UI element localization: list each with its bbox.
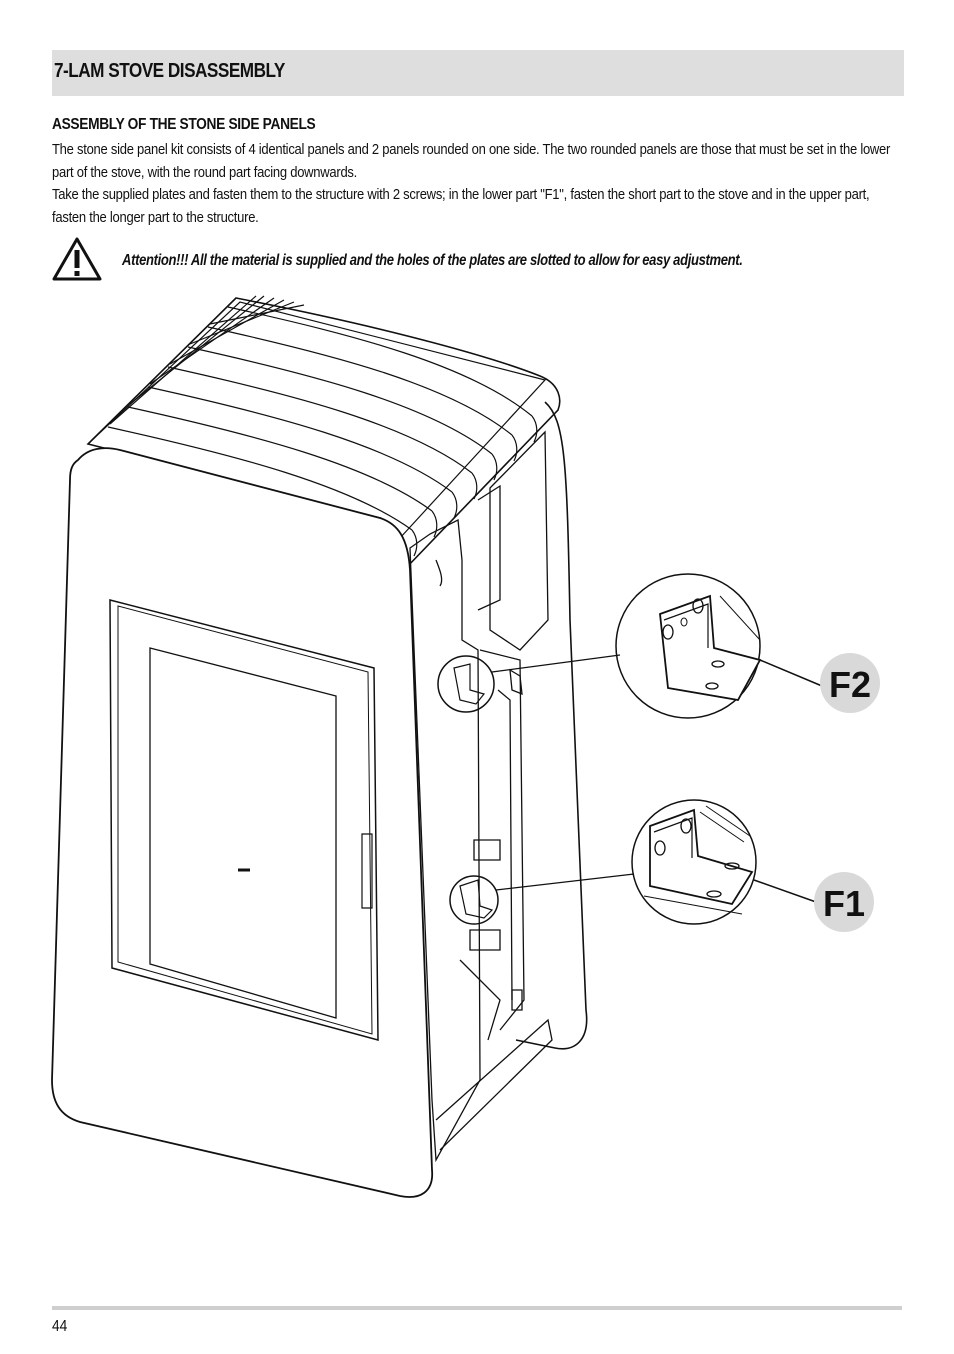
callout-f1-label: F1 <box>823 883 865 924</box>
f1-detail-view <box>631 799 757 925</box>
paragraph-fastening: Take the supplied plates and fasten them… <box>52 186 870 226</box>
stove-top-slats <box>86 295 561 570</box>
paragraph-panel-kit: The stone side panel kit consists of 4 i… <box>52 141 891 181</box>
warning-text: Attention!!! All the material is supplie… <box>122 252 743 269</box>
stove-rear-side-panel <box>515 401 588 1050</box>
page-number: 44 <box>52 1318 68 1335</box>
stove-door-frame <box>109 599 379 1041</box>
f2-bracket-marker <box>437 655 495 713</box>
callout-f1: F1 <box>814 872 874 932</box>
footer-rule <box>52 1306 902 1310</box>
subsection-heading: ASSEMBLY OF THE STONE SIDE PANELS <box>52 116 316 133</box>
stove-internal-structure <box>409 430 553 1163</box>
callout-f2: F2 <box>820 653 880 713</box>
section-header-bar: 7-LAM STOVE DISASSEMBLY <box>52 50 904 96</box>
warning-triangle-icon <box>52 237 102 281</box>
stove-assembly-drawing: F2 F1 <box>51 295 880 1198</box>
stove-front-panel <box>51 447 433 1198</box>
f1-bracket-marker <box>449 875 499 925</box>
stove-glass-window <box>149 647 337 1019</box>
callout-f2-label: F2 <box>829 664 871 705</box>
f2-detail-view <box>615 573 762 719</box>
section-title: 7-LAM STOVE DISASSEMBLY <box>54 60 285 82</box>
